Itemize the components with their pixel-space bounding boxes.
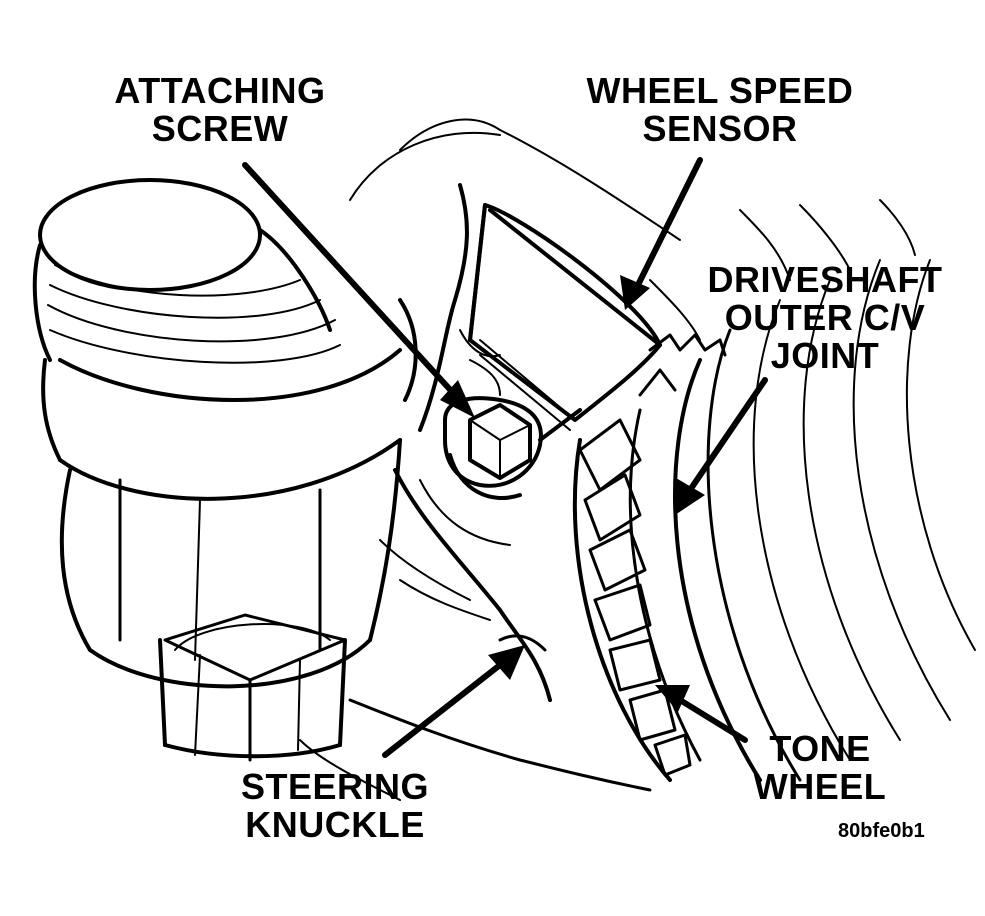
sensor-arrow-line [635, 157, 703, 288]
label-driveshaft-line1: DRIVESHAFT [707, 259, 943, 300]
label-steering-knuckle-line1: STEERING [240, 766, 430, 807]
tone-wheel-arrowhead [655, 685, 690, 712]
label-steering-knuckle-line2: KNUCKLE [245, 804, 425, 845]
label-tone-wheel-line2: WHEEL [753, 766, 887, 807]
steering-knuckle-body [299, 118, 681, 801]
figure-code: 80bfe0b1 [838, 820, 925, 842]
label-wheel-speed-sensor: WHEEL SPEED SENSOR [570, 72, 870, 148]
tone-wheel-arrow-line [677, 697, 748, 743]
label-tone-wheel: TONE WHEEL [740, 730, 900, 806]
label-steering-knuckle: STEERING KNUCKLE [225, 768, 445, 844]
label-attaching-screw-line1: ATTACHING [114, 70, 326, 111]
label-tone-wheel-line1: TONE [769, 728, 871, 769]
label-attaching-screw: ATTACHING SCREW [100, 72, 340, 148]
tone-wheel [572, 333, 727, 782]
cv-joint-arrowhead [675, 478, 705, 515]
label-driveshaft-cv-joint: DRIVESHAFT OUTER C/V JOINT [690, 261, 960, 375]
sensor-arrowhead [620, 275, 650, 310]
attaching-screw-arrow-line [242, 162, 458, 398]
driveshaft-cv-joint [649, 199, 976, 782]
wheel-speed-sensor-body [459, 203, 662, 442]
leader-arrows [242, 157, 768, 758]
attaching-screw-arrowhead [440, 380, 475, 418]
label-driveshaft-line3: JOINT [770, 335, 880, 376]
label-wheel-speed-sensor-line2: SENSOR [642, 108, 798, 149]
label-attaching-screw-line2: SCREW [151, 108, 289, 149]
socket-tool [32, 178, 418, 762]
knuckle-arrow-line [382, 662, 503, 758]
label-driveshaft-line2: OUTER C/V [724, 297, 926, 338]
cv-joint-arrow-line [687, 377, 768, 493]
knuckle-arrowhead [488, 645, 525, 680]
attaching-screw-bolt [443, 396, 543, 501]
label-wheel-speed-sensor-line1: WHEEL SPEED [586, 70, 854, 111]
